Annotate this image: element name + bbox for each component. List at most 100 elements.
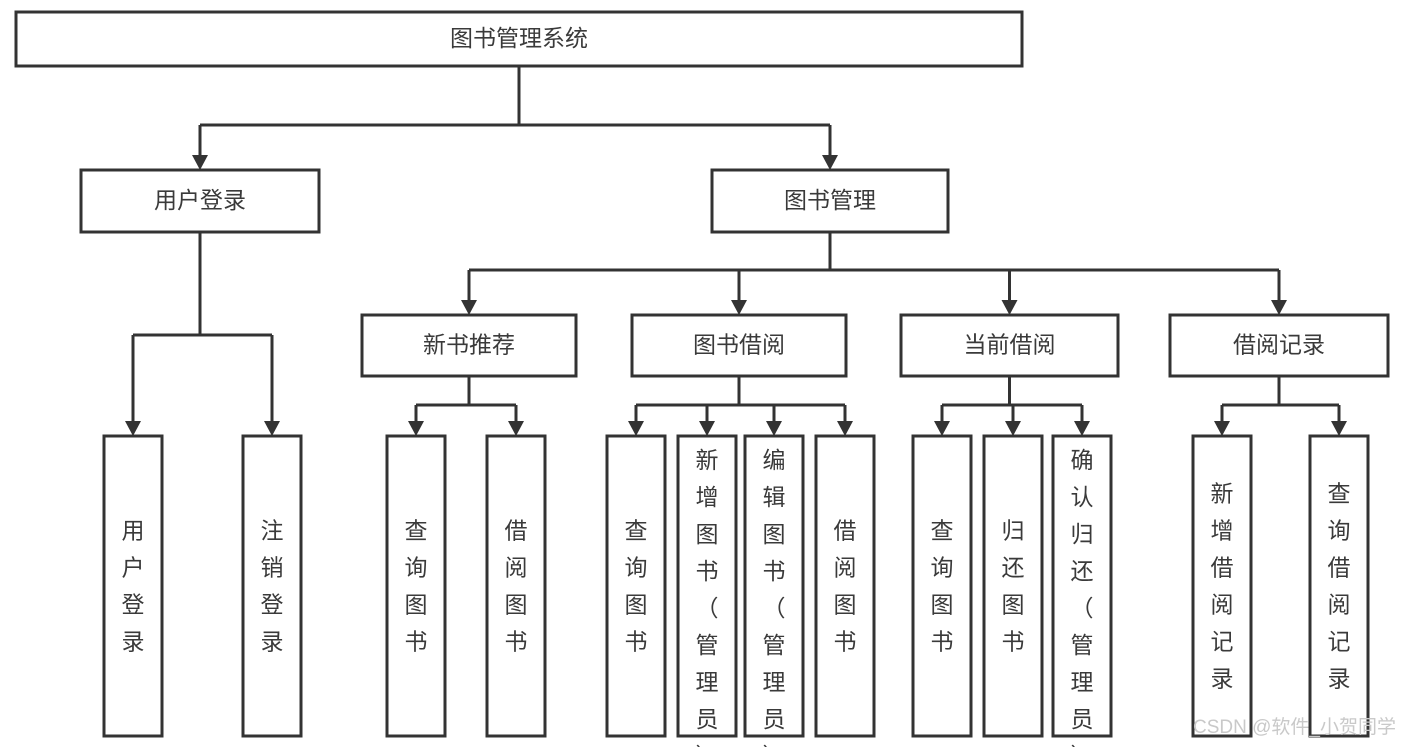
node-label-char: 管 (696, 632, 719, 658)
node-label-char: 询 (625, 555, 648, 581)
node-box[interactable] (1308, 434, 1370, 738)
node-label-char: 书 (696, 558, 719, 584)
leaf-leaf-user-login[interactable]: 用户登录 (102, 434, 164, 738)
node-label-char: 新 (696, 447, 719, 473)
node-label-char: 记 (1328, 629, 1351, 655)
node-label-char: 借 (505, 518, 528, 544)
node-label-char: 理 (696, 669, 719, 695)
node-label-char: （ (696, 595, 719, 621)
arrow-head-icon (508, 421, 524, 436)
node-label-char: 图 (405, 592, 428, 618)
node-box[interactable] (102, 434, 164, 738)
node-label-char: ） (763, 743, 786, 747)
node-label-char: 增 (1211, 518, 1234, 544)
arrow-head-icon (1214, 421, 1230, 436)
node-box[interactable] (485, 434, 547, 738)
node-box[interactable] (360, 313, 578, 378)
node-label-char: 记 (1211, 629, 1234, 655)
node-label-char: 确 (1071, 447, 1094, 473)
node-label-char: 户 (122, 555, 145, 581)
node-label-char: 员 (1071, 706, 1094, 732)
watermark-label: CSDN @软件_小贺同学 (1193, 716, 1396, 738)
arrow-head-icon (628, 421, 644, 436)
node-box[interactable] (14, 10, 1024, 68)
arrow-head-icon (125, 421, 141, 436)
node-root[interactable]: 图书管理系统 (14, 10, 1024, 68)
node-box[interactable] (814, 434, 876, 738)
node-box[interactable] (385, 434, 447, 738)
nodes-layer: 图书管理系统用户登录图书管理新书推荐图书借阅当前借阅借阅记录用户登录注销登录查询… (14, 10, 1390, 752)
node-label-char: 员 (763, 706, 786, 732)
arrow-head-icon (837, 421, 853, 436)
node-label: 新书推荐 (423, 332, 515, 358)
node-label-char: （ (763, 595, 786, 621)
node-label: 图书借阅 (693, 332, 785, 358)
node-borrow-record[interactable]: 借阅记录 (1168, 313, 1390, 378)
node-label-char: 理 (1071, 669, 1094, 695)
node-label-char: 借 (1211, 555, 1234, 581)
node-label-char: 图 (834, 592, 857, 618)
node-box[interactable] (1051, 434, 1113, 738)
node-label-char: （ (1071, 595, 1094, 621)
node-box[interactable] (241, 434, 303, 738)
node-box[interactable] (630, 313, 848, 378)
node-label-char: 书 (931, 629, 954, 655)
node-label: 借阅记录 (1233, 332, 1325, 358)
node-label-char: 还 (1071, 558, 1094, 584)
node-box[interactable] (605, 434, 667, 738)
node-current-borrow[interactable]: 当前借阅 (899, 313, 1120, 378)
node-box[interactable] (676, 434, 738, 738)
arrow-head-icon (766, 421, 782, 436)
node-book-manage[interactable]: 图书管理 (710, 168, 950, 234)
node-box[interactable] (982, 434, 1044, 738)
node-label-char: 书 (625, 629, 648, 655)
node-box[interactable] (899, 313, 1120, 378)
arrow-head-icon (1001, 300, 1018, 315)
arrow-head-icon (1331, 421, 1347, 436)
node-label-char: 登 (261, 592, 284, 618)
node-box[interactable] (911, 434, 973, 738)
node-box[interactable] (1168, 313, 1390, 378)
node-label-char: 管 (763, 632, 786, 658)
node-label-char: 销 (261, 555, 284, 581)
node-label-char: 认 (1071, 484, 1094, 510)
arrow-head-icon (192, 155, 208, 170)
node-box[interactable] (1191, 434, 1253, 738)
node-label-char: 新 (1211, 481, 1234, 507)
node-box[interactable] (710, 168, 950, 234)
node-label-char: 书 (405, 629, 428, 655)
node-box[interactable] (743, 434, 805, 738)
node-new-book-recommend[interactable]: 新书推荐 (360, 313, 578, 378)
node-label-char: 用 (122, 518, 145, 544)
node-label-char: 录 (122, 629, 145, 655)
node-box[interactable] (79, 168, 321, 234)
node-label-char: 书 (1002, 629, 1025, 655)
node-label-char: 图 (505, 592, 528, 618)
node-label-char: 录 (1328, 666, 1351, 692)
node-label-char: 阅 (1211, 592, 1234, 618)
node-label-char: 图 (931, 592, 954, 618)
node-book-borrow[interactable]: 图书借阅 (630, 313, 848, 378)
node-label-char: 还 (1002, 555, 1025, 581)
node-label-char: 员 (696, 706, 719, 732)
arrow-head-icon (699, 421, 715, 436)
node-label: 用户登录 (154, 187, 246, 213)
node-label-char: 管 (1071, 632, 1094, 658)
node-label-char: 询 (405, 555, 428, 581)
node-label-char: 增 (696, 484, 719, 510)
node-user-login[interactable]: 用户登录 (79, 168, 321, 234)
